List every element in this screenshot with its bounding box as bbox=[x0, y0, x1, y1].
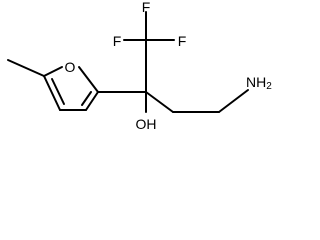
ring-bond-c4-c5-inner bbox=[51, 78, 65, 105]
fluorine-left-label: F bbox=[113, 33, 122, 49]
amine-label: NH2 bbox=[246, 74, 272, 92]
fluorine-top-label: F bbox=[142, 0, 151, 15]
amine-subscript-text: 2 bbox=[266, 81, 272, 92]
hydroxyl-label: OH bbox=[136, 116, 157, 132]
ring-bond-c4-c5 bbox=[43, 75, 61, 111]
chain-bond-3 bbox=[218, 89, 249, 113]
chain-bond-1 bbox=[145, 91, 174, 113]
molecule-diagram: O F F F OH NH2 bbox=[7, 0, 272, 132]
ring-bond-c2-c3 bbox=[85, 91, 99, 111]
ring-bond-c5-o bbox=[43, 66, 63, 77]
amine-main-text: NH bbox=[246, 74, 266, 90]
ring-bond-o-c2 bbox=[78, 66, 99, 93]
methyl-bond bbox=[7, 59, 45, 77]
ring-bond-c2-c3-inner bbox=[81, 91, 92, 106]
fluorine-right-label: F bbox=[178, 33, 187, 49]
ring-oxygen-label: O bbox=[65, 59, 76, 75]
